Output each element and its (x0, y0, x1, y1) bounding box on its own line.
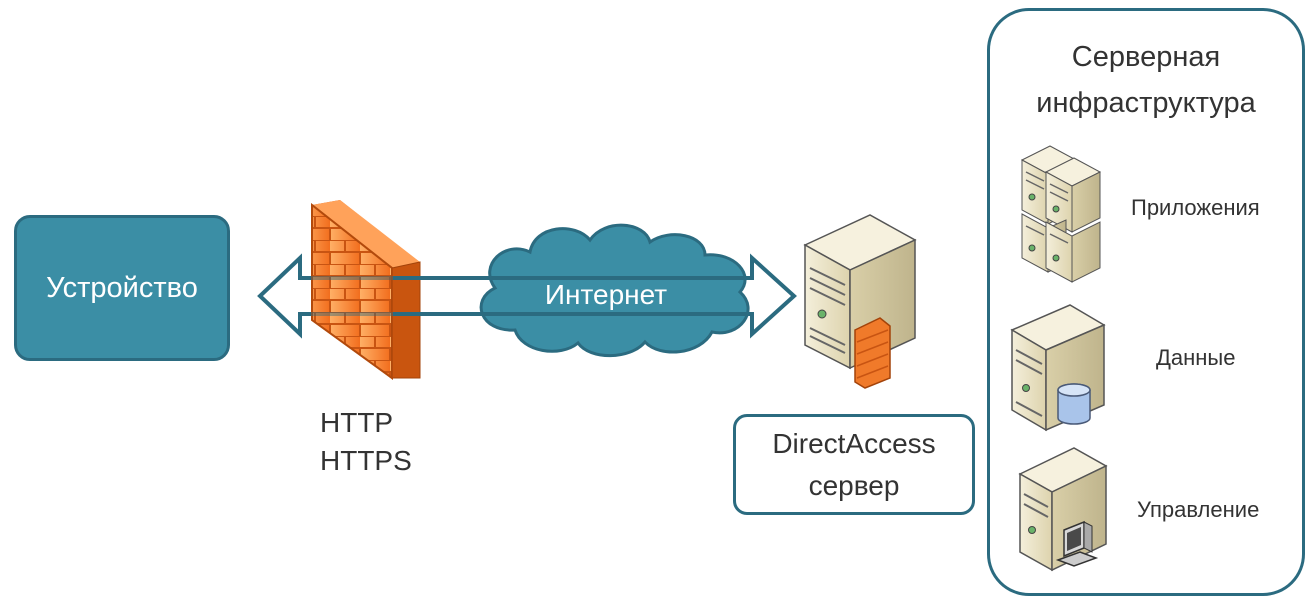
protocol-http: HTTP (320, 407, 394, 438)
infrastructure-title-line2: инфраструктура (1036, 87, 1256, 119)
management-label: Управление (1137, 497, 1260, 522)
internet-label: Интернет (544, 279, 668, 310)
infrastructure-title: Серверная инфраструктура (987, 34, 1305, 126)
protocol-list: HTTP HTTPS (320, 404, 412, 480)
device-label: Устройство (46, 271, 198, 304)
management-server-icon (1018, 447, 1108, 572)
server-cluster-icon (1020, 145, 1102, 283)
directaccess-server-label: DirectAccess сервер (733, 414, 975, 515)
device-node: Устройство (14, 215, 230, 361)
protocol-https: HTTPS (320, 445, 412, 476)
directaccess-line1: DirectAccess (772, 427, 936, 459)
directaccess-line2: сервер (808, 469, 900, 501)
database-server-icon (1010, 304, 1106, 432)
applications-label: Приложения (1131, 195, 1260, 220)
firewall-overlay (311, 202, 393, 380)
data-label: Данные (1156, 345, 1236, 370)
infrastructure-title-line1: Серверная (1071, 41, 1221, 73)
directaccess-server-icon (803, 214, 917, 389)
internet-cloud-icon (479, 223, 750, 358)
bidirectional-arrow (257, 253, 797, 339)
server-infrastructure-group (987, 8, 1305, 596)
